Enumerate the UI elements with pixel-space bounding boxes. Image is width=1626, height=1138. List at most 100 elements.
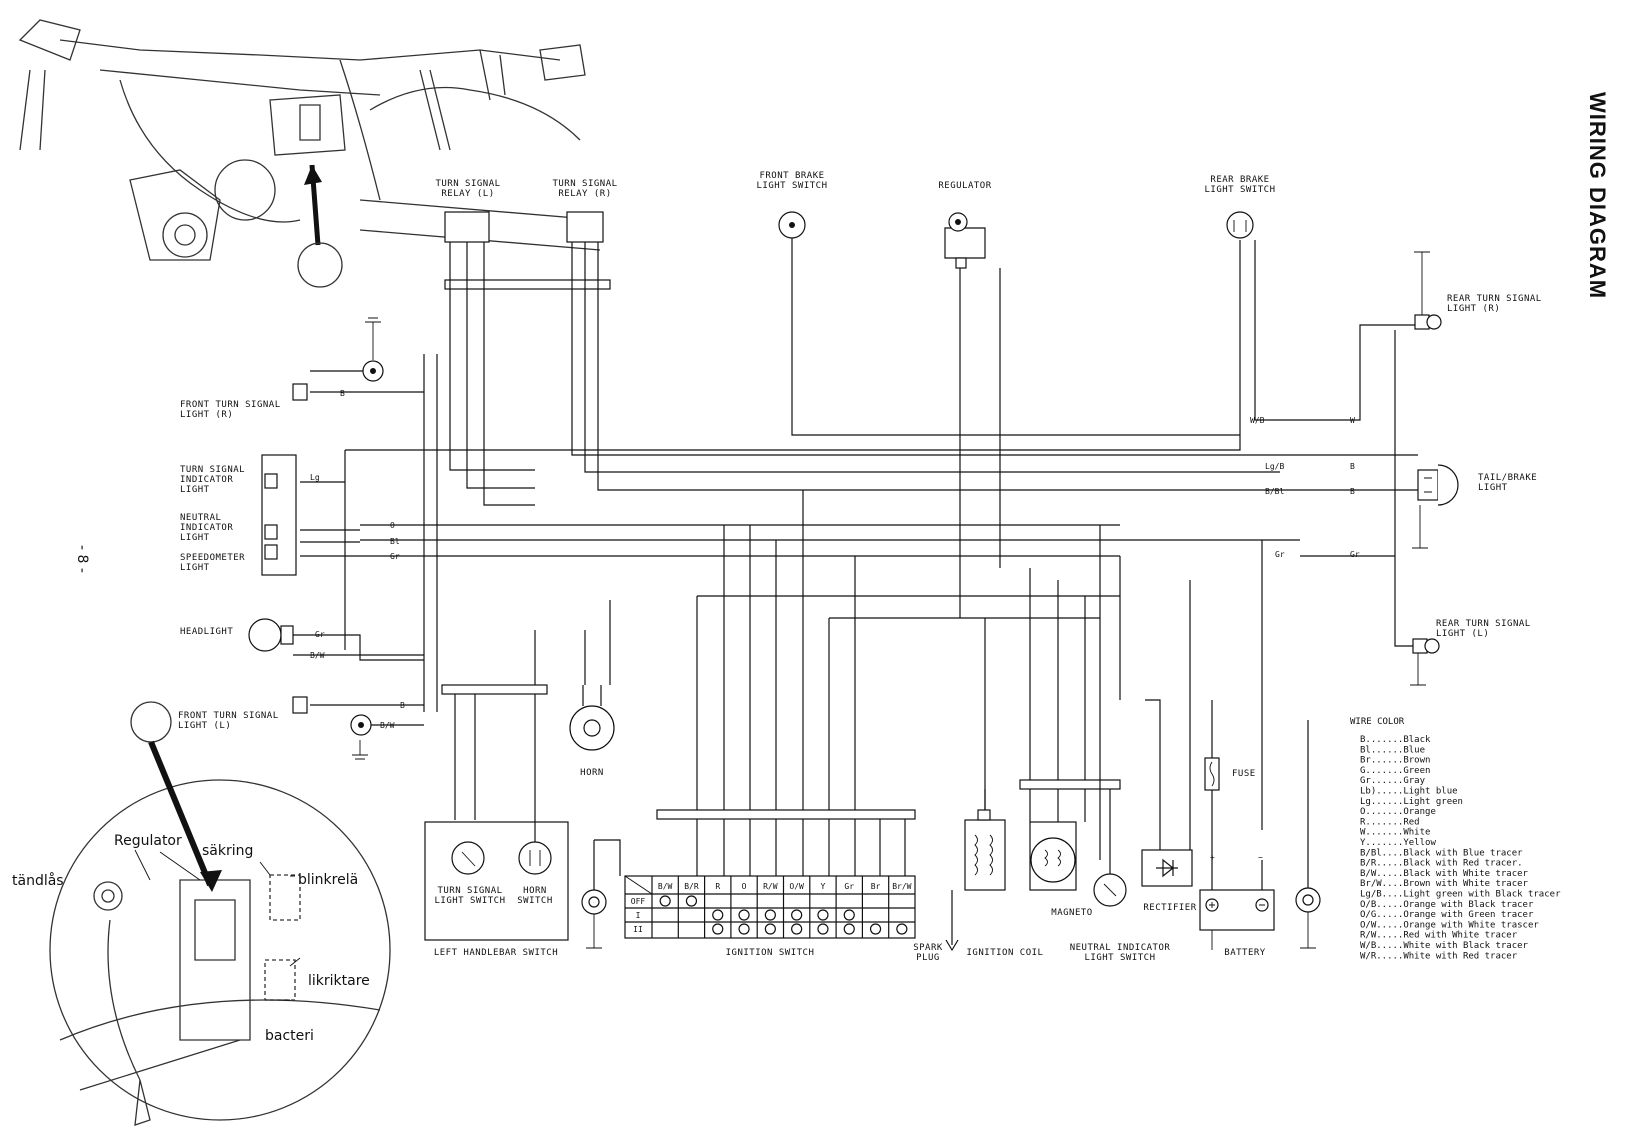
ignition-column-header: Br/W bbox=[892, 882, 911, 891]
legend-entry: G.......Green bbox=[1360, 766, 1430, 776]
tail-brake-light bbox=[1417, 464, 1459, 506]
wire-code: B bbox=[1350, 487, 1355, 496]
ignition-column-header: R bbox=[715, 882, 720, 891]
horn bbox=[569, 685, 615, 751]
ignition-contact bbox=[712, 923, 724, 935]
legend-entry: Y.......Yellow bbox=[1360, 838, 1436, 848]
rear-turn-signal-left bbox=[1412, 638, 1440, 654]
front-turn-signal-left bbox=[292, 696, 372, 736]
wire-code-labels: W/B W Lg/B B B/Bl B Gr Gr B Lg O Bl Gr G… bbox=[310, 389, 1360, 862]
connector-bars bbox=[441, 279, 1121, 820]
indicator-panel bbox=[261, 454, 297, 576]
ignition-row-label: I bbox=[636, 911, 641, 920]
magneto bbox=[1029, 821, 1077, 891]
turn-signal-relay-right bbox=[566, 211, 604, 270]
wire-code: W/B bbox=[1250, 416, 1265, 425]
label-blinkrela: blinkrelä bbox=[298, 872, 358, 888]
ignition-contact bbox=[764, 923, 776, 935]
label-rectifier: RECTIFIER bbox=[1143, 903, 1196, 913]
diagram-title: WIRING DIAGRAM bbox=[1585, 92, 1610, 299]
ignition-coil bbox=[964, 809, 1006, 891]
fuse bbox=[1204, 757, 1220, 791]
legend-entry: O.......Orange bbox=[1360, 807, 1436, 817]
wire-code: B bbox=[340, 389, 345, 398]
label-regulator-sv: Regulator bbox=[114, 833, 182, 849]
regulator-unit bbox=[944, 212, 986, 269]
rectifier bbox=[1141, 849, 1193, 887]
label-horn: HORN bbox=[580, 768, 604, 778]
rear-brake-switch bbox=[1226, 211, 1254, 239]
ignition-row-label: II bbox=[633, 925, 643, 934]
ignition-contact bbox=[712, 909, 724, 921]
legend-entry: R.......Red bbox=[1360, 817, 1420, 827]
ignition-column-header: B/W bbox=[658, 882, 673, 891]
rear-turn-signal-right bbox=[1414, 314, 1442, 330]
ignition-contact bbox=[817, 923, 829, 935]
legend-entry: Bl......Blue bbox=[1360, 745, 1425, 755]
wire-code: Gr bbox=[390, 552, 400, 561]
wire-code: B/Bl bbox=[1265, 487, 1284, 496]
headlight bbox=[248, 618, 294, 652]
label-ignition-coil: IGNITION COIL bbox=[967, 948, 1044, 958]
legend-title: WIRE COLOR bbox=[1350, 717, 1405, 727]
battery-ground bbox=[1295, 887, 1321, 913]
ignition-row-label: OFF bbox=[631, 897, 646, 906]
ignition-contact bbox=[843, 909, 855, 921]
label-sakring: säkring bbox=[202, 843, 253, 859]
label-regulator: REGULATOR bbox=[938, 181, 991, 191]
wire-code: Lg bbox=[310, 473, 320, 482]
legend-entry: Lb).....Light blue bbox=[1360, 787, 1458, 797]
front-turn-signal-right bbox=[292, 360, 384, 401]
label-tandlas: tändlås bbox=[12, 872, 64, 889]
wire-code: B bbox=[1350, 462, 1355, 471]
closeup-sketch bbox=[49, 701, 391, 1126]
wire-code: + bbox=[1210, 853, 1215, 862]
ignition-column-header: B/R bbox=[684, 882, 699, 891]
ignition-column-header: Br bbox=[871, 882, 881, 891]
wire-code: Gr bbox=[315, 630, 325, 639]
legend-entry: O/B.....Orange with Black tracer bbox=[1360, 900, 1534, 910]
ignition-contact bbox=[843, 923, 855, 935]
label-ignition-switch: IGNITION SWITCH bbox=[726, 948, 815, 958]
label-fuse: FUSE bbox=[1232, 769, 1256, 779]
legend-entry: O/W.....Orange with White trascer bbox=[1360, 920, 1539, 930]
ignition-contact bbox=[685, 895, 698, 907]
legend-entry: W.......White bbox=[1360, 828, 1430, 838]
wire-code: B/W bbox=[380, 721, 395, 730]
legend-entry: B/Bl....Black with Blue tracer bbox=[1360, 848, 1523, 858]
wire-code: Gr bbox=[1350, 550, 1360, 559]
wire-code: − bbox=[1258, 853, 1263, 862]
turn-signal-relay-left bbox=[444, 211, 490, 270]
ignition-contact bbox=[659, 895, 671, 907]
legend-entry: O/G.....Orange with Green tracer bbox=[1360, 910, 1534, 920]
legend-entry: B.......Black bbox=[1360, 735, 1431, 745]
wire-code: O bbox=[390, 521, 395, 530]
label-battery: BATTERY bbox=[1224, 948, 1266, 958]
motorcycle-frame-sketch bbox=[18, 19, 601, 288]
ground-left bbox=[581, 889, 607, 915]
ignition-contact bbox=[791, 909, 803, 921]
wire-code: B bbox=[400, 701, 405, 710]
battery bbox=[1199, 889, 1275, 931]
ignition-contact bbox=[738, 923, 750, 935]
ignition-contact bbox=[738, 909, 750, 921]
legend-entry: Br/W....Brown with White tracer bbox=[1360, 879, 1529, 889]
legend-entry: B/W.....Black with White tracer bbox=[1360, 869, 1529, 879]
ignition-contact bbox=[764, 909, 776, 921]
wire-color-legend: WIRE COLOR B.......BlackBl......BlueBr..… bbox=[1350, 717, 1561, 961]
left-handlebar-switch bbox=[424, 821, 569, 941]
label-magneto: MAGNETO bbox=[1051, 908, 1092, 918]
